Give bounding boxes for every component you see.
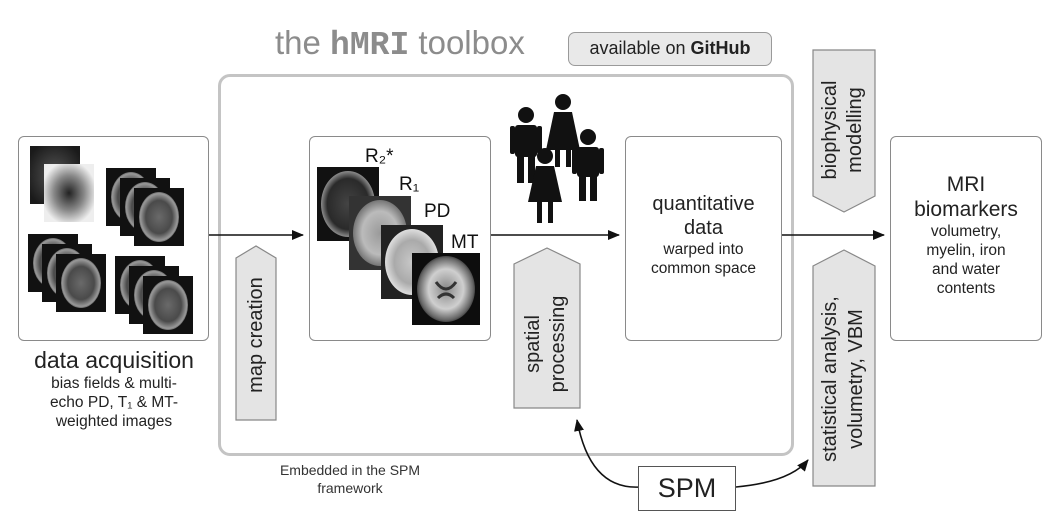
title-prefix: the bbox=[275, 24, 331, 61]
statistical-shape bbox=[812, 249, 876, 487]
biophysical-label: biophysical modelling bbox=[818, 69, 870, 191]
acquisition-caption: data acquisition bias fields & multi- ec… bbox=[8, 347, 220, 431]
statistical-line: volumetry, VBM bbox=[845, 309, 867, 449]
brain-slice-icon bbox=[44, 164, 94, 222]
r2s-label: R₂* bbox=[365, 146, 394, 167]
biomarkers-box bbox=[890, 136, 1042, 341]
acquisition-line: weighted images bbox=[55, 413, 173, 430]
image-stack-2 bbox=[28, 234, 106, 312]
github-brand: GitHub bbox=[690, 38, 751, 58]
people-icon bbox=[510, 94, 604, 223]
quantitative-map-images bbox=[317, 167, 480, 325]
pd-label: PD bbox=[424, 201, 451, 222]
statistical-label: statistical analysis, volumetry, VBM bbox=[817, 285, 871, 473]
title-suffix: toolbox bbox=[409, 24, 525, 61]
spatial-processing-shape bbox=[513, 247, 581, 409]
biomarkers-caption: MRI biomarkers volumetry, myelin, iron a… bbox=[890, 172, 1042, 298]
arrow-icon bbox=[574, 419, 641, 488]
mt-label: MT bbox=[451, 232, 479, 253]
map-creation-shape bbox=[235, 245, 277, 421]
bias-field-images bbox=[30, 146, 94, 222]
page-title: the hMRI toolbox bbox=[275, 24, 525, 64]
biomarkers-line: contents bbox=[936, 280, 996, 297]
biomarkers-line: myelin, iron bbox=[926, 242, 1006, 259]
title-mono: hMRI bbox=[330, 27, 410, 64]
biomarkers-line: and water bbox=[931, 261, 1001, 278]
arrow-icon bbox=[735, 459, 809, 488]
spm-box: SPM bbox=[638, 466, 736, 511]
embedded-line: Embedded in the SPM bbox=[279, 462, 421, 478]
quantitative-sub: warped into bbox=[663, 241, 744, 258]
image-stack-3 bbox=[115, 256, 193, 334]
biophysical-shape bbox=[812, 49, 876, 213]
quantitative-title: quantitative bbox=[652, 193, 755, 215]
embedded-caption: Embedded in the SPM framework bbox=[255, 461, 445, 497]
biomarkers-title: biomarkers bbox=[914, 198, 1018, 221]
badge-text: available on bbox=[589, 38, 691, 58]
biomarkers-title: MRI bbox=[946, 173, 986, 196]
biophysical-line: modelling bbox=[844, 87, 866, 173]
r1-label: R₁ bbox=[399, 174, 420, 195]
acquisition-line: bias fields & multi- bbox=[51, 375, 177, 392]
image-stack-1 bbox=[106, 168, 184, 246]
spatial-line: spatial bbox=[522, 315, 544, 373]
quantitative-caption: quantitative data warped into common spa… bbox=[625, 192, 782, 278]
spatial-processing-label: spatial processing bbox=[521, 286, 573, 402]
acquisition-line: echo PD, T₁ & MT- bbox=[49, 394, 179, 411]
quantitative-title: data bbox=[684, 217, 723, 239]
biomarkers-line: volumetry, bbox=[930, 223, 1002, 240]
spatial-line: processing bbox=[547, 295, 569, 393]
acquisition-title: data acquisition bbox=[34, 347, 194, 373]
embedded-line: framework bbox=[317, 480, 383, 496]
biophysical-line: biophysical bbox=[819, 80, 841, 180]
github-badge[interactable]: available on GitHub bbox=[568, 32, 772, 66]
toolbox-frame bbox=[218, 74, 794, 456]
quantitative-sub: common space bbox=[650, 260, 757, 277]
map-creation-label: map creation bbox=[245, 277, 267, 393]
statistical-line: statistical analysis, bbox=[819, 296, 841, 462]
quantitative-box bbox=[625, 136, 782, 341]
